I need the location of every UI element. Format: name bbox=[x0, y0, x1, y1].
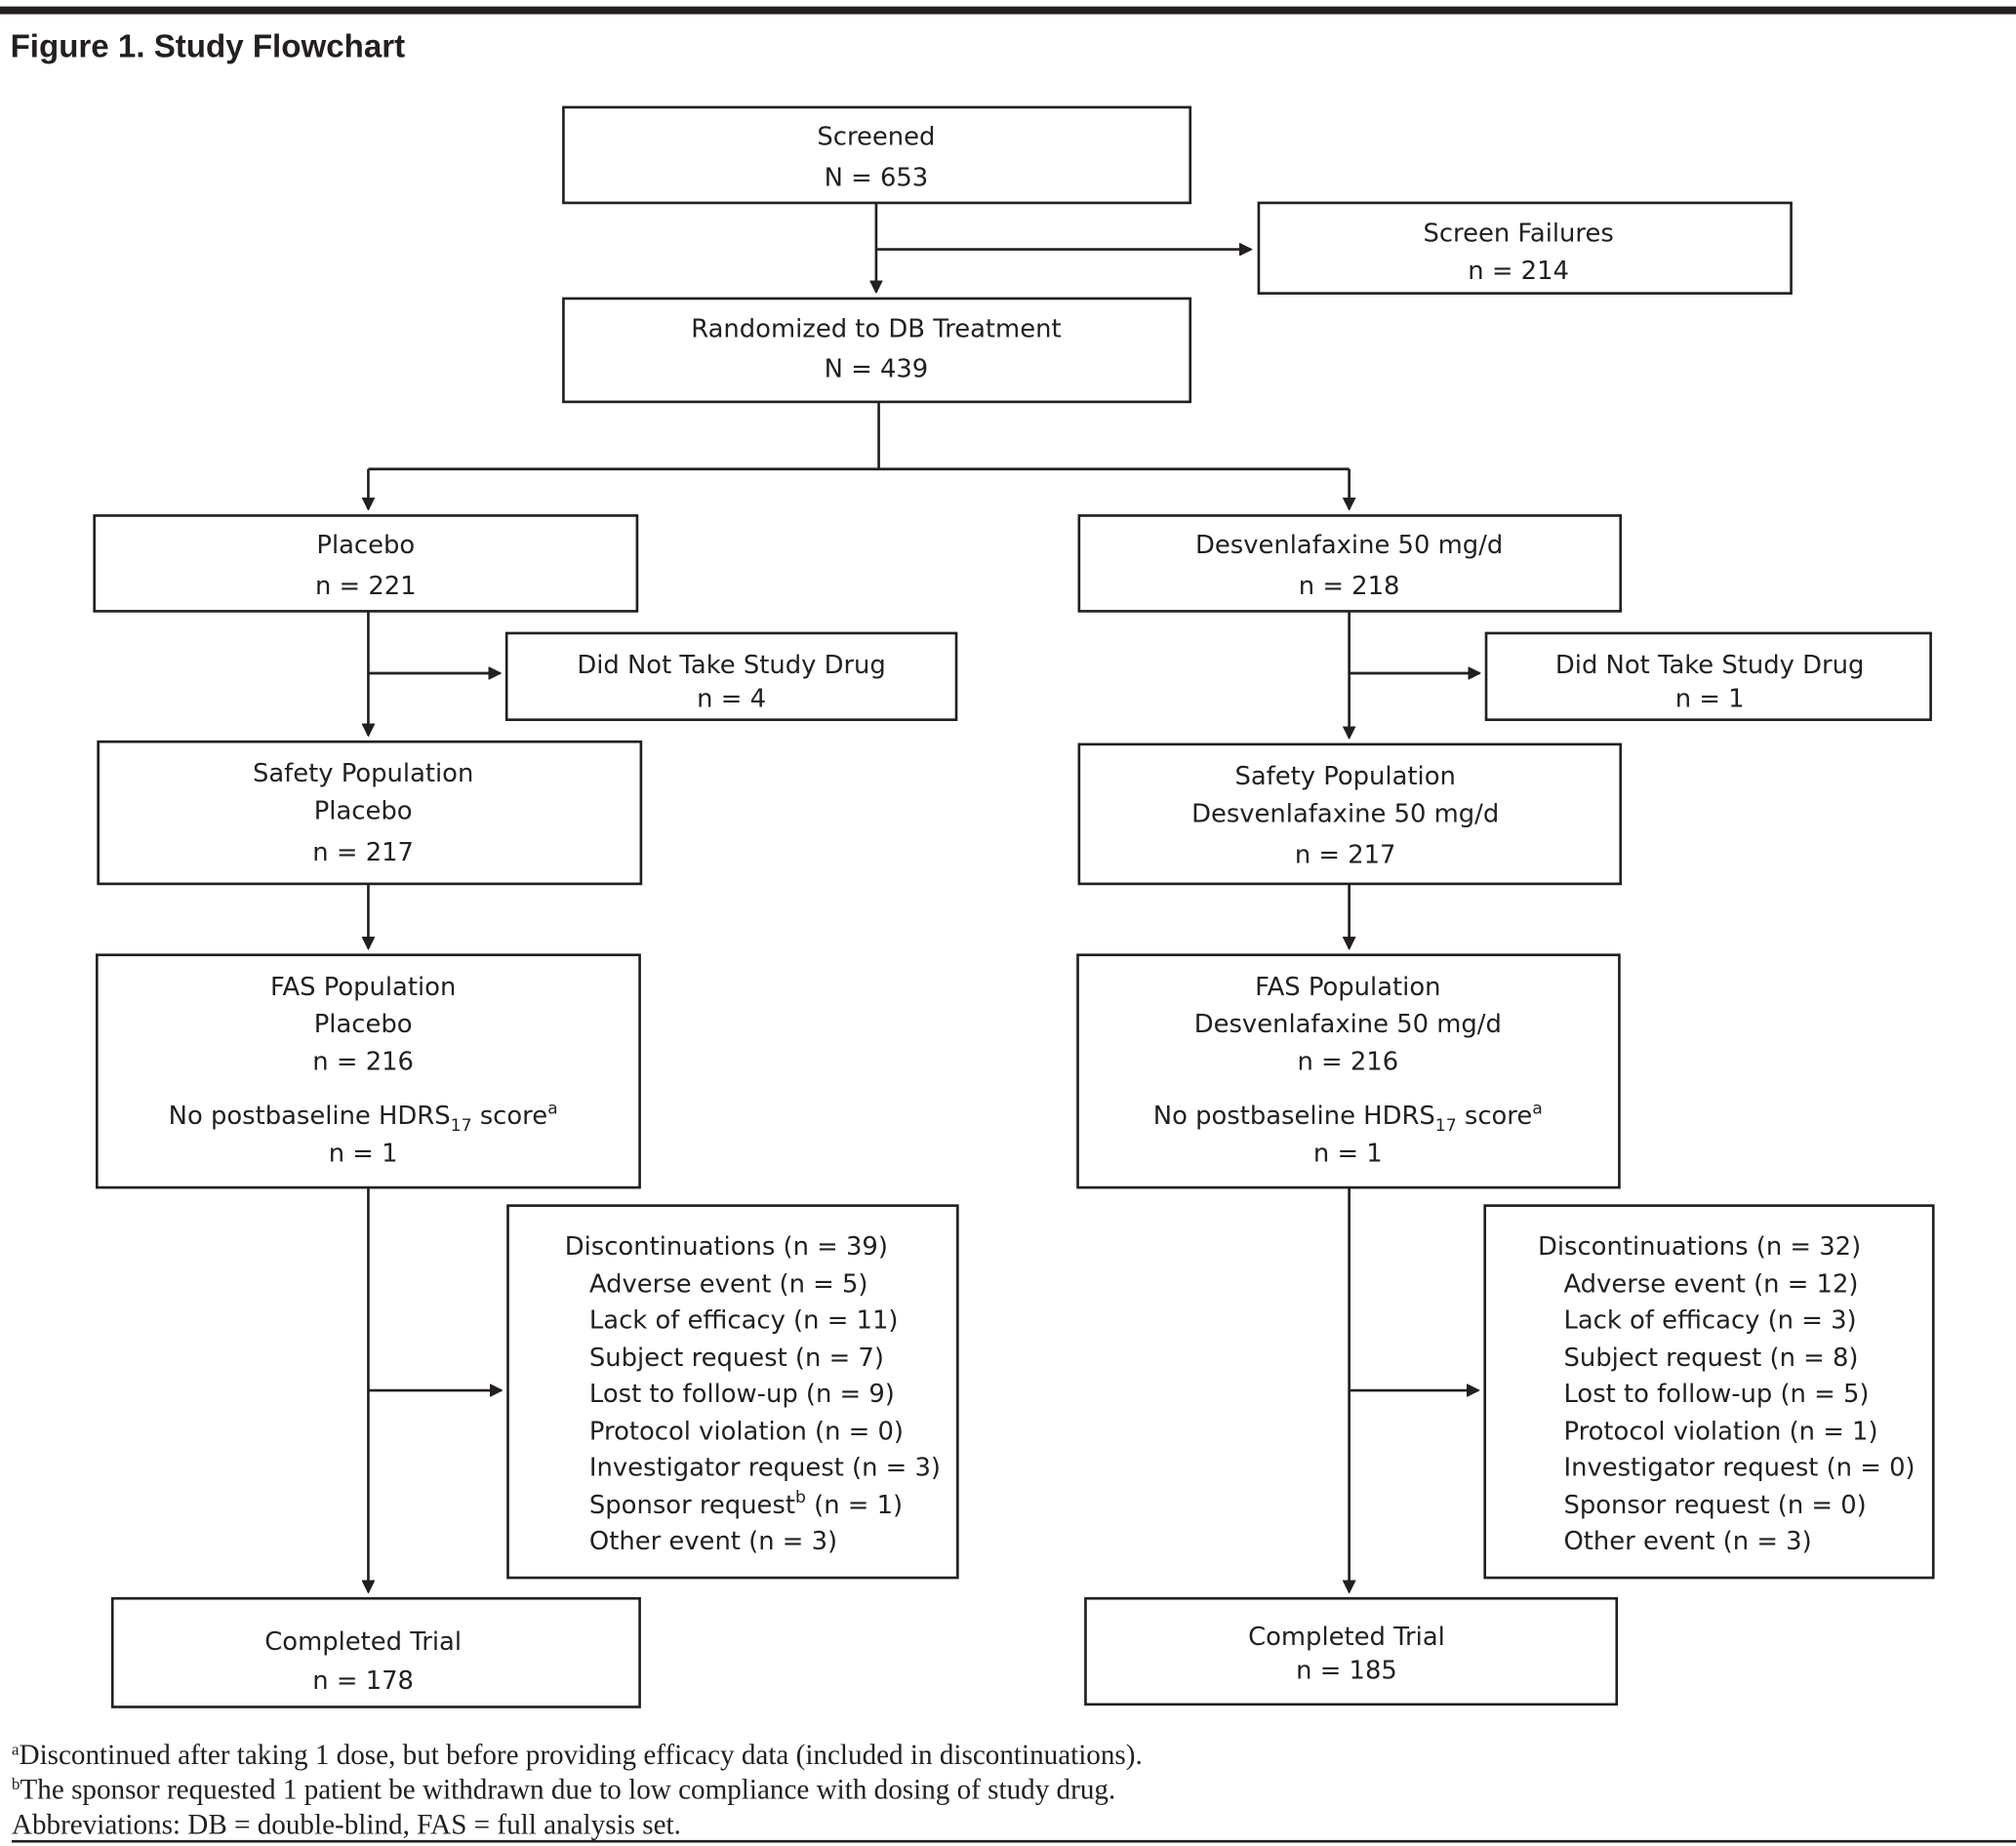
screened-label: Screened bbox=[817, 122, 935, 151]
disc-item: Sponsor requestb (n = 1) bbox=[589, 1488, 903, 1520]
box-safety-desvenlafaxine: Safety Population Desvenlafaxine 50 mg/d… bbox=[1077, 742, 1623, 886]
disc-item: Lost to follow-up (n = 9) bbox=[589, 1380, 895, 1409]
box-did-not-take-desvenlafaxine: Did Not Take Study Drug n = 1 bbox=[1484, 631, 1932, 722]
disc-item: Investigator request (n = 0) bbox=[1563, 1453, 1915, 1482]
fas-n: n = 216 bbox=[312, 1048, 414, 1077]
no-post-sub: 17 bbox=[451, 1116, 472, 1136]
disc-item: Other event (n = 3) bbox=[589, 1527, 837, 1556]
disc-item: Adverse event (n = 12) bbox=[1563, 1269, 1858, 1299]
disc-item-rest: (n = 1) bbox=[806, 1491, 903, 1520]
arm-n: n = 221 bbox=[315, 572, 417, 601]
completed-label: Completed Trial bbox=[264, 1627, 462, 1657]
box-safety-placebo: Safety Population Placebo n = 217 bbox=[97, 740, 643, 886]
disc-item: Protocol violation (n = 1) bbox=[1563, 1417, 1877, 1446]
fas-label: FAS Population bbox=[1255, 973, 1440, 1002]
footnote-a: aDiscontinued after taking 1 dose, but b… bbox=[12, 1740, 1143, 1771]
no-post-sub: 17 bbox=[1435, 1116, 1457, 1136]
screen-failures-label: Screen Failures bbox=[1423, 220, 1613, 249]
box-completed-desvenlafaxine: Completed Trial n = 185 bbox=[1084, 1596, 1619, 1706]
box-randomized: Randomized to DB Treatment N = 439 bbox=[562, 297, 1192, 404]
safety-label: Safety Population bbox=[1234, 762, 1455, 791]
footnote-b-text: The sponsor requested 1 patient be withd… bbox=[20, 1775, 1116, 1806]
no-postbaseline-n: n = 1 bbox=[329, 1140, 398, 1169]
figure-title: Figure 1. Study Flowchart bbox=[11, 28, 406, 64]
no-post-prefix: No postbaseline HDRS bbox=[1153, 1102, 1435, 1131]
disc-item: Investigator request (n = 3) bbox=[589, 1453, 941, 1482]
footnote-a-text: Discontinued after taking 1 dose, but be… bbox=[20, 1740, 1143, 1771]
box-fas-desvenlafaxine: FAS Population Desvenlafaxine 50 mg/d n … bbox=[1076, 953, 1621, 1189]
footnote-b-mark: b bbox=[12, 1775, 20, 1793]
disc-header: Discontinuations (n = 39) bbox=[565, 1232, 888, 1262]
disc-header: Discontinuations (n = 32) bbox=[1538, 1232, 1861, 1262]
safety-n: n = 217 bbox=[1295, 841, 1396, 870]
top-rule bbox=[0, 6, 2016, 15]
fas-label: FAS Population bbox=[270, 973, 456, 1002]
did-not-take-n: n = 4 bbox=[697, 684, 766, 713]
box-discontinuations-placebo: Discontinuations (n = 39) Adverse event … bbox=[506, 1204, 959, 1580]
disc-item: Lack of efficacy (n = 11) bbox=[589, 1305, 899, 1335]
safety-n: n = 217 bbox=[312, 838, 414, 867]
completed-n: n = 178 bbox=[312, 1666, 414, 1696]
no-postbaseline-text: No postbaseline HDRS17 scorea bbox=[1153, 1100, 1543, 1136]
did-not-take-n: n = 1 bbox=[1675, 684, 1745, 713]
arm-label: Placebo bbox=[316, 531, 415, 560]
bottom-rule bbox=[11, 1839, 2016, 1843]
footnote-b: bThe sponsor requested 1 patient be with… bbox=[12, 1775, 1115, 1806]
box-discontinuations-desvenlafaxine: Discontinuations (n = 32) Adverse event … bbox=[1483, 1204, 1935, 1580]
completed-label: Completed Trial bbox=[1248, 1623, 1445, 1652]
box-screened: Screened N = 653 bbox=[562, 105, 1192, 205]
safety-group: Placebo bbox=[314, 797, 413, 826]
abbreviations: Abbreviations: DB = double-blind, FAS = … bbox=[12, 1809, 681, 1840]
fas-group: Placebo bbox=[314, 1010, 413, 1039]
box-did-not-take-placebo: Did Not Take Study Drug n = 4 bbox=[504, 631, 958, 722]
no-post-prefix: No postbaseline HDRS bbox=[169, 1102, 451, 1131]
no-postbaseline-text: No postbaseline HDRS17 scorea bbox=[169, 1100, 558, 1136]
no-post-suffix: score bbox=[1457, 1102, 1533, 1131]
connectors bbox=[368, 202, 1479, 1592]
disc-item: Sponsor request (n = 0) bbox=[1563, 1491, 1866, 1520]
disc-item: Subject request (n = 7) bbox=[589, 1344, 884, 1373]
disc-item-text: Sponsor request bbox=[589, 1491, 795, 1520]
disc-item: Adverse event (n = 5) bbox=[589, 1269, 868, 1299]
no-postbaseline-n: n = 1 bbox=[1313, 1140, 1383, 1169]
no-post-sup: a bbox=[1532, 1100, 1543, 1119]
disc-item: Subject request (n = 8) bbox=[1563, 1344, 1858, 1373]
disc-item: Protocol violation (n = 0) bbox=[589, 1417, 904, 1446]
box-placebo: Placebo n = 221 bbox=[93, 514, 639, 613]
disc-item: Lost to follow-up (n = 5) bbox=[1563, 1380, 1869, 1409]
did-not-take-label: Did Not Take Study Drug bbox=[1555, 651, 1864, 680]
disc-item: Other event (n = 3) bbox=[1563, 1527, 1811, 1556]
box-screen-failures: Screen Failures n = 214 bbox=[1257, 201, 1793, 295]
randomized-n: N = 439 bbox=[825, 355, 929, 384]
completed-n: n = 185 bbox=[1296, 1656, 1397, 1685]
box-desvenlafaxine: Desvenlafaxine 50 mg/d n = 218 bbox=[1077, 514, 1623, 613]
arm-n: n = 218 bbox=[1299, 572, 1400, 601]
footnotes: aDiscontinued after taking 1 dose, but b… bbox=[12, 1740, 1143, 1841]
no-post-suffix: score bbox=[472, 1102, 548, 1131]
disc-item: Lack of efficacy (n = 3) bbox=[1563, 1305, 1856, 1335]
arm-label: Desvenlafaxine 50 mg/d bbox=[1195, 531, 1503, 560]
footnote-a-mark: a bbox=[12, 1740, 20, 1758]
box-completed-placebo: Completed Trial n = 178 bbox=[110, 1596, 641, 1708]
did-not-take-label: Did Not Take Study Drug bbox=[577, 651, 885, 680]
safety-label: Safety Population bbox=[253, 759, 473, 788]
fas-group: Desvenlafaxine 50 mg/d bbox=[1194, 1010, 1502, 1039]
screened-n: N = 653 bbox=[825, 164, 929, 193]
screen-failures-n: n = 214 bbox=[1468, 257, 1569, 286]
no-post-sup: a bbox=[547, 1100, 558, 1119]
box-fas-placebo: FAS Population Placebo n = 216 No postba… bbox=[96, 953, 641, 1189]
safety-group: Desvenlafaxine 50 mg/d bbox=[1191, 799, 1499, 828]
randomized-label: Randomized to DB Treatment bbox=[691, 315, 1061, 344]
disc-item-sup: b bbox=[795, 1488, 806, 1507]
fas-n: n = 216 bbox=[1297, 1048, 1398, 1077]
